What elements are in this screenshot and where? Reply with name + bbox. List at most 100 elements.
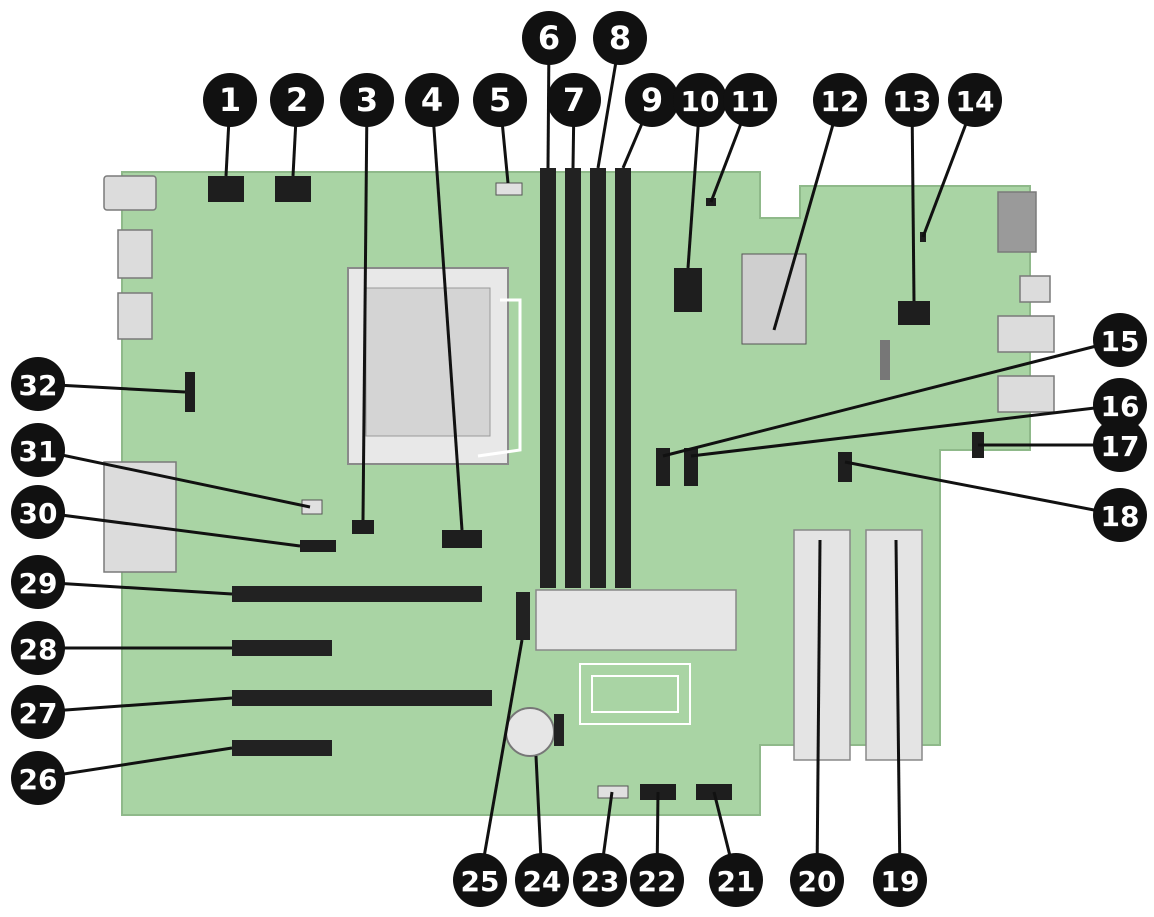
callout-label: 18 <box>1101 500 1140 533</box>
callout-14: 14 <box>948 73 1002 127</box>
callout-9: 9 <box>625 73 679 127</box>
callout-circle <box>522 11 576 65</box>
callout-circle <box>873 853 927 907</box>
leader-line-31 <box>37 448 311 509</box>
leader-line-3 <box>361 99 369 521</box>
callout-16: 16 <box>1093 378 1147 432</box>
callout-label: 25 <box>461 865 500 898</box>
leader-line-15 <box>662 338 1121 458</box>
leader-line-26 <box>37 746 233 780</box>
callout-label: 7 <box>563 81 585 119</box>
callout-label: 31 <box>19 435 58 468</box>
leader-line-29 <box>37 580 233 596</box>
callout-label: 15 <box>1101 325 1140 358</box>
leader-line-18 <box>844 460 1121 517</box>
callout-circle <box>473 73 527 127</box>
callout-label: 22 <box>638 865 677 898</box>
callout-6: 6 <box>522 11 576 65</box>
callout-circle <box>340 73 394 127</box>
callout-circle <box>630 853 684 907</box>
callout-circle <box>11 423 65 477</box>
drive-cages <box>793 529 923 761</box>
callout-circle <box>1093 313 1147 367</box>
callout-circle <box>885 73 939 127</box>
callout-label: 21 <box>717 865 756 898</box>
callout-label: 2 <box>286 81 308 119</box>
leader-line-27 <box>37 696 233 714</box>
callout-label: 23 <box>581 865 620 898</box>
callout-circle <box>948 73 1002 127</box>
callout-circle <box>11 685 65 739</box>
callout-17: 17 <box>1093 418 1147 472</box>
callout-circle <box>709 853 763 907</box>
callout-29: 29 <box>11 555 65 609</box>
callout-label: 20 <box>798 865 837 898</box>
callout-circle <box>11 357 65 411</box>
leader-line-12 <box>772 99 842 331</box>
callout-10: 10 <box>673 73 727 127</box>
callout-15: 15 <box>1093 313 1147 367</box>
m2-slot <box>516 589 737 651</box>
leader-line-19 <box>894 539 902 881</box>
callout-24: 24 <box>515 853 569 907</box>
callout-label: 14 <box>956 85 995 118</box>
callout-label: 8 <box>609 19 631 57</box>
callout-label: 6 <box>538 19 560 57</box>
chipset-area <box>579 663 691 725</box>
leader-line-16 <box>690 403 1121 458</box>
callout-label: 27 <box>19 697 58 730</box>
rear-io-right <box>997 191 1055 413</box>
callout-8: 8 <box>593 11 647 65</box>
callout-11: 11 <box>723 73 777 127</box>
callout-3: 3 <box>340 73 394 127</box>
callout-18: 18 <box>1093 488 1147 542</box>
callout-label: 9 <box>641 81 663 119</box>
callout-label: 32 <box>19 369 58 402</box>
callout-circle <box>515 853 569 907</box>
callout-label: 26 <box>19 763 58 796</box>
callout-circle <box>1093 488 1147 542</box>
callout-22: 22 <box>630 853 684 907</box>
dimm-slots <box>540 168 631 588</box>
cpu-socket <box>347 267 522 465</box>
callout-13: 13 <box>885 73 939 127</box>
leader-line-4 <box>430 99 464 531</box>
callout-2: 2 <box>270 73 324 127</box>
callout-30: 30 <box>11 485 65 539</box>
leader-line-30 <box>37 510 301 548</box>
callout-label: 29 <box>19 567 58 600</box>
callout-circle <box>813 73 867 127</box>
pcie-slots <box>232 586 492 756</box>
callout-5: 5 <box>473 73 527 127</box>
callout-circle <box>270 73 324 127</box>
callout-27: 27 <box>11 685 65 739</box>
callout-circle <box>203 73 257 127</box>
callout-label: 28 <box>19 633 58 666</box>
callout-19: 19 <box>873 853 927 907</box>
callout-label: 16 <box>1101 390 1140 423</box>
callout-20: 20 <box>790 853 844 907</box>
connectors <box>185 176 984 800</box>
callout-circle <box>593 11 647 65</box>
callout-12: 12 <box>813 73 867 127</box>
callout-label: 30 <box>19 497 58 530</box>
callout-circle <box>405 73 459 127</box>
callout-circle <box>723 73 777 127</box>
callout-label: 11 <box>731 85 770 118</box>
callout-label: 24 <box>523 865 562 898</box>
callout-circle <box>673 73 727 127</box>
callout-circle <box>1093 378 1147 432</box>
battery-holder <box>505 707 564 757</box>
callout-21: 21 <box>709 853 763 907</box>
callout-1: 1 <box>203 73 257 127</box>
callout-31: 31 <box>11 423 65 477</box>
callout-25: 25 <box>453 853 507 907</box>
callout-circle <box>453 853 507 907</box>
leader-line-10 <box>686 99 702 269</box>
callout-circle <box>11 485 65 539</box>
callout-7: 7 <box>547 73 601 127</box>
rear-io-left <box>103 175 177 573</box>
callout-23: 23 <box>573 853 627 907</box>
